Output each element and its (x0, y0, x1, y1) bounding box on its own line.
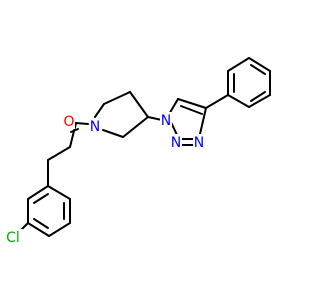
triazole-double-bond-c4-c5 (180, 105, 203, 115)
chlorophenyl-double-bond-inner-2 (33, 218, 49, 229)
triazole-bond-c4-c5 (177, 98, 207, 109)
chlorophenyl-double-bond-inner-3 (33, 193, 49, 204)
phenyl-ring (227, 57, 271, 108)
phenyl-bond-6 (227, 57, 250, 72)
phenyl-double-bond-inner-2 (250, 91, 266, 102)
chlorophenyl-bond-6 (27, 185, 49, 200)
chlorophenyl-bond-3 (48, 222, 71, 237)
triazole-n2-atom-label: N (171, 135, 181, 151)
phenyl-bond-4 (227, 94, 250, 108)
pyrrolidine-ring (94, 91, 149, 138)
atom-labels: O N N N N Cl (3, 112, 205, 246)
triazole-n3-atom-label: N (194, 135, 204, 151)
phenyl-triazole-bond (205, 94, 229, 109)
chlorine-atom-label: Cl (6, 230, 20, 246)
amide-n-carbonyl-bond (75, 122, 89, 125)
chlorophenyl-ring (27, 185, 71, 237)
phenyl-bond-1 (248, 57, 271, 72)
chlorophenyl-bond-1 (47, 185, 71, 200)
diagram-background (0, 0, 300, 300)
phenyl-bond-3 (248, 94, 271, 108)
amide-nitrogen-atom-label: N (90, 119, 100, 135)
pyrrolidine-bond-5 (122, 116, 149, 138)
pyrrolidine-bond-2 (103, 91, 131, 105)
molecule-structure-diagram: O N N N N Cl (0, 0, 300, 300)
triazole-bond-n3-c4 (199, 107, 207, 135)
chlorophenyl-bond-4 (27, 222, 50, 237)
triazole-n1-atom-label: N (161, 113, 171, 129)
pyrrolidine-bond-4 (102, 129, 124, 138)
pyrrolidine-bond-1 (129, 91, 149, 118)
oxygen-atom-label: O (63, 114, 74, 130)
pyrrolidine-triazole-bond (147, 116, 163, 121)
phenyl-double-bond-inner-1 (250, 64, 266, 75)
pyrrolidine-bond-3 (94, 103, 105, 118)
chloro-bond (20, 222, 29, 231)
alkyl-chain-bond-2 (47, 146, 71, 161)
